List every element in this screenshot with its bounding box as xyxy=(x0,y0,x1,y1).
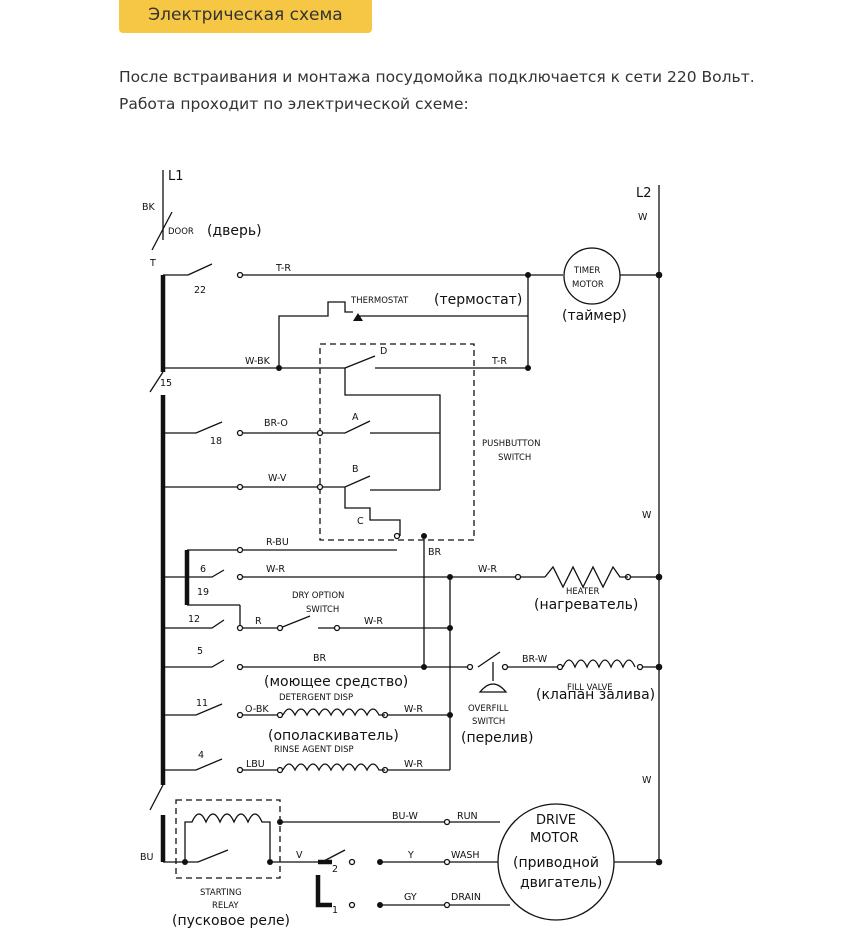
intro-paragraph: После встраивания и монтажа посудомойка … xyxy=(119,68,755,113)
contact-15-label: 15 xyxy=(160,378,172,389)
dry-option-line2: SWITCH xyxy=(306,605,339,615)
overfill-ru-label: (перелив) xyxy=(461,730,534,746)
section-badge: Электрическая схема xyxy=(119,0,372,33)
r-12-label: R xyxy=(255,616,262,627)
run-label: RUN xyxy=(457,811,478,822)
starting-relay-box xyxy=(175,799,281,879)
motor-pos-2-label: 2 xyxy=(332,864,338,875)
heater-coil xyxy=(544,565,628,589)
drive-motor-ru1: (приводной xyxy=(513,855,599,871)
detergent-heater xyxy=(282,708,385,717)
br-o-label: BR-O xyxy=(264,418,288,429)
contact-19-label: 19 xyxy=(197,587,209,598)
overfill-line1: OVERFILL xyxy=(468,704,509,714)
contact-6-label: 6 xyxy=(200,564,206,575)
contact-5-label: 5 xyxy=(197,646,203,657)
timer-motor-line1: TIMER xyxy=(573,266,600,276)
rinse-heater xyxy=(282,763,385,772)
w-v-label: W-V xyxy=(268,473,287,484)
relay-line1: STARTING xyxy=(200,888,242,898)
contact-22-label: 22 xyxy=(194,285,206,296)
l1-label: L1 xyxy=(168,169,184,184)
timer-motor-line2: MOTOR xyxy=(572,280,604,290)
switch-d-label: D xyxy=(380,346,387,357)
v-label: V xyxy=(296,850,303,861)
tr-mid-label: T-R xyxy=(491,356,507,367)
timer-motor-ru: (таймер) xyxy=(562,308,627,324)
overfill-float xyxy=(478,662,508,693)
w-mid-label: W xyxy=(642,510,652,521)
drive-motor-symbol xyxy=(497,803,615,921)
dry-option-line1: DRY OPTION xyxy=(292,591,344,601)
fill-valve-ru-label: (клапан залива) xyxy=(536,687,655,703)
drive-motor-line2: MOTOR xyxy=(530,831,579,846)
door-label: DOOR xyxy=(168,227,194,237)
drive-motor-ru2: двигатель) xyxy=(520,875,602,891)
gy-label: GY xyxy=(404,892,417,903)
left-bus-bottom-blade xyxy=(149,784,164,811)
switch-c-label: C xyxy=(357,516,364,527)
br-w-label: BR-W xyxy=(522,654,548,665)
contact-12-label: 12 xyxy=(188,614,200,625)
rinse-ru-label: (ополаскиватель) xyxy=(268,728,399,744)
o-bk-label: O-BK xyxy=(245,704,269,715)
w-r-dry-label: W-R xyxy=(364,616,383,627)
relay-coil xyxy=(184,813,271,862)
contact-4-label: 4 xyxy=(198,750,204,761)
switch-b-label: B xyxy=(352,464,359,475)
fill-valve-coil xyxy=(562,659,636,669)
left-bus-break-blade xyxy=(149,371,164,393)
heater-ru-label: (нагреватель) xyxy=(534,597,638,613)
door-switch-blade xyxy=(151,211,173,251)
w-r-6-label: W-R xyxy=(266,564,285,575)
wbk-label: W-BK xyxy=(245,356,271,367)
bu-label: BU xyxy=(140,852,154,863)
door-ru-label: (дверь) xyxy=(207,223,262,239)
t-label: T xyxy=(149,258,156,269)
fill-valve-label: FILL VALVE xyxy=(567,683,613,693)
y-label: Y xyxy=(407,850,414,861)
contact-18-label: 18 xyxy=(210,436,222,447)
w-bottom-label: W xyxy=(642,775,652,786)
thermostat-ru-label: (термостат) xyxy=(434,292,522,308)
pushbutton-line1: PUSHBUTTON xyxy=(482,439,540,449)
lbu-label: LBU xyxy=(246,759,265,770)
heater-label: HEATER xyxy=(566,587,599,597)
br-5-label: BR xyxy=(313,653,327,664)
relay-line2: RELAY xyxy=(212,901,239,911)
drive-motor-line1: DRIVE xyxy=(536,813,576,828)
drain-label: DRAIN xyxy=(451,892,481,903)
bu-w-label: BU-W xyxy=(392,811,419,822)
w-r-rinse-label: W-R xyxy=(404,759,423,770)
thermostat-label: THERMOSTAT xyxy=(350,296,409,306)
l2-label: L2 xyxy=(636,186,652,201)
overfill-line2: SWITCH xyxy=(472,717,505,727)
rinse-label: RINSE AGENT DISP xyxy=(274,745,354,755)
motor-pos-1-label: 1 xyxy=(332,905,338,916)
r-bu-label: R-BU xyxy=(266,537,289,548)
br-junction-label: BR xyxy=(428,547,442,558)
w-r-heater-label: W-R xyxy=(478,564,497,575)
tr-top-label: T-R xyxy=(275,263,291,274)
pushbutton-switch-box xyxy=(319,343,475,541)
wash-label: WASH xyxy=(451,850,480,861)
w-r-det-label: W-R xyxy=(404,704,423,715)
bk-label: BK xyxy=(142,202,156,213)
relay-ru-label: (пусковое реле) xyxy=(172,913,290,929)
pushbutton-line2: SWITCH xyxy=(498,453,531,463)
w-top-label: W xyxy=(638,212,648,223)
contact-11-label: 11 xyxy=(196,698,208,709)
timer-motor-symbol xyxy=(563,247,621,305)
detergent-ru-label: (моющее средство) xyxy=(264,674,408,690)
detergent-label: DETERGENT DISP xyxy=(279,693,353,703)
switch-a-label: A xyxy=(352,412,359,423)
